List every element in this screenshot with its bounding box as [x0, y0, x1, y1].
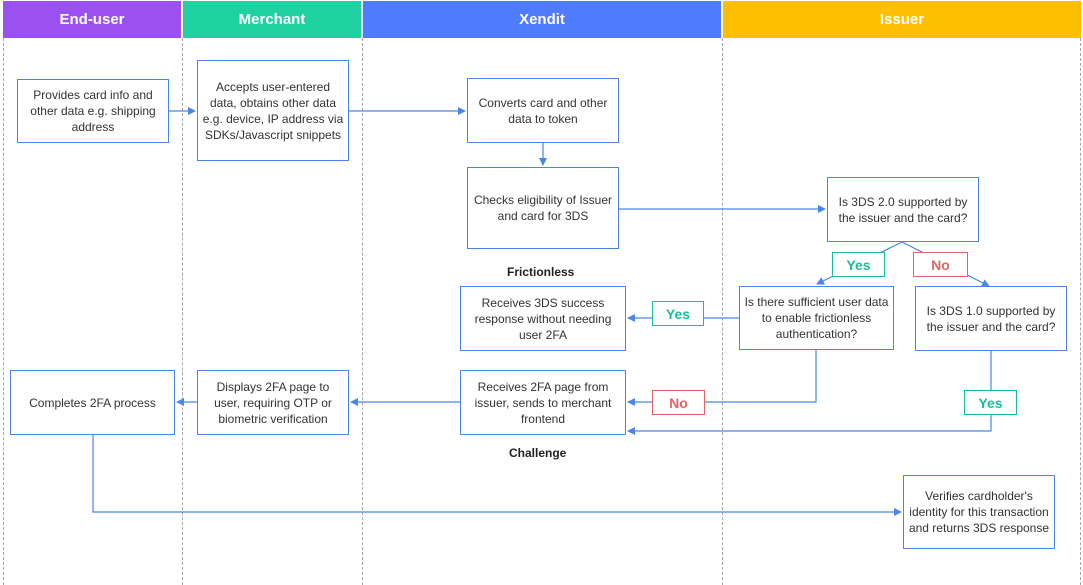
node-completes-2fa: Completes 2FA process — [10, 370, 175, 435]
lane-label-issuer: Issuer — [879, 11, 925, 28]
tag-text: Yes — [978, 394, 1003, 411]
node-text: Completes 2FA process — [29, 395, 156, 410]
node-receives-2fa-page: Receives 2FA page from issuer, sends to … — [460, 370, 626, 435]
decision-no-tag: No — [913, 252, 968, 277]
node-text: Is 3DS 2.0 supported by the issuer and t… — [838, 194, 968, 225]
lane-label-xendit: Xendit — [519, 11, 565, 28]
decision-yes-tag: Yes — [832, 252, 885, 277]
node-accepts-user-data: Accepts user-entered data, obtains other… — [197, 60, 349, 161]
node-is-3ds2-supported: Is 3DS 2.0 supported by the issuer and t… — [827, 177, 979, 242]
node-checks-eligibility: Checks eligibility of Issuer and card fo… — [467, 167, 619, 249]
caption-text: Frictionless — [507, 265, 575, 279]
node-text: Receives 3DS success response without ne… — [474, 295, 612, 342]
node-text: Checks eligibility of Issuer and card fo… — [473, 193, 613, 223]
tag-text: Yes — [846, 256, 871, 273]
node-receives-success: Receives 3DS success response without ne… — [460, 286, 626, 351]
node-text: Converts card and other data to token — [478, 95, 608, 126]
lane-label-merchant: Merchant — [238, 11, 306, 28]
node-text: Provides card info and other data e.g. s… — [30, 88, 156, 134]
decision-yes-tag: Yes — [964, 390, 1017, 415]
caption-frictionless: Frictionless — [507, 265, 574, 279]
node-displays-2fa-page: Displays 2FA page to user, requiring OTP… — [197, 370, 349, 435]
node-sufficient-user-data: Is there sufficient user data to enable … — [739, 286, 894, 350]
node-provides-card-info: Provides card info and other data e.g. s… — [17, 79, 169, 143]
lane-divider — [1080, 38, 1081, 585]
lane-divider — [182, 38, 183, 585]
node-text: Accepts user-entered data, obtains other… — [202, 79, 344, 142]
tag-text: No — [669, 394, 688, 411]
node-text: Verifies cardholder's identity for this … — [908, 489, 1050, 535]
caption-challenge: Challenge — [509, 446, 566, 460]
node-verifies-cardholder: Verifies cardholder's identity for this … — [903, 475, 1055, 549]
connector-arrow — [627, 351, 992, 435]
node-text: Is 3DS 1.0 supported by the issuer and t… — [926, 303, 1056, 334]
lane-label-end-user: End-user — [59, 11, 125, 28]
lane-divider — [362, 38, 363, 585]
lane-divider — [722, 38, 723, 585]
decision-yes-tag: Yes — [652, 301, 704, 326]
node-is-3ds1-supported: Is 3DS 1.0 supported by the issuer and t… — [915, 286, 1067, 351]
caption-text: Challenge — [509, 446, 567, 460]
tag-text: Yes — [665, 305, 691, 322]
lane-header-end-user: End-user — [3, 1, 181, 38]
node-converts-to-token: Converts card and other data to token — [467, 78, 619, 143]
tag-text: No — [931, 256, 950, 273]
node-text: Receives 2FA page from issuer, sends to … — [474, 379, 612, 426]
lane-header-xendit: Xendit — [363, 1, 721, 38]
connector-arrow — [92, 435, 902, 516]
lane-divider — [3, 38, 4, 585]
decision-no-tag: No — [652, 390, 705, 415]
lane-header-issuer: Issuer — [723, 1, 1081, 38]
node-text: Is there sufficient user data to enable … — [744, 295, 889, 341]
node-text: Displays 2FA page to user, requiring OTP… — [214, 379, 332, 426]
lane-header-merchant: Merchant — [183, 1, 361, 38]
